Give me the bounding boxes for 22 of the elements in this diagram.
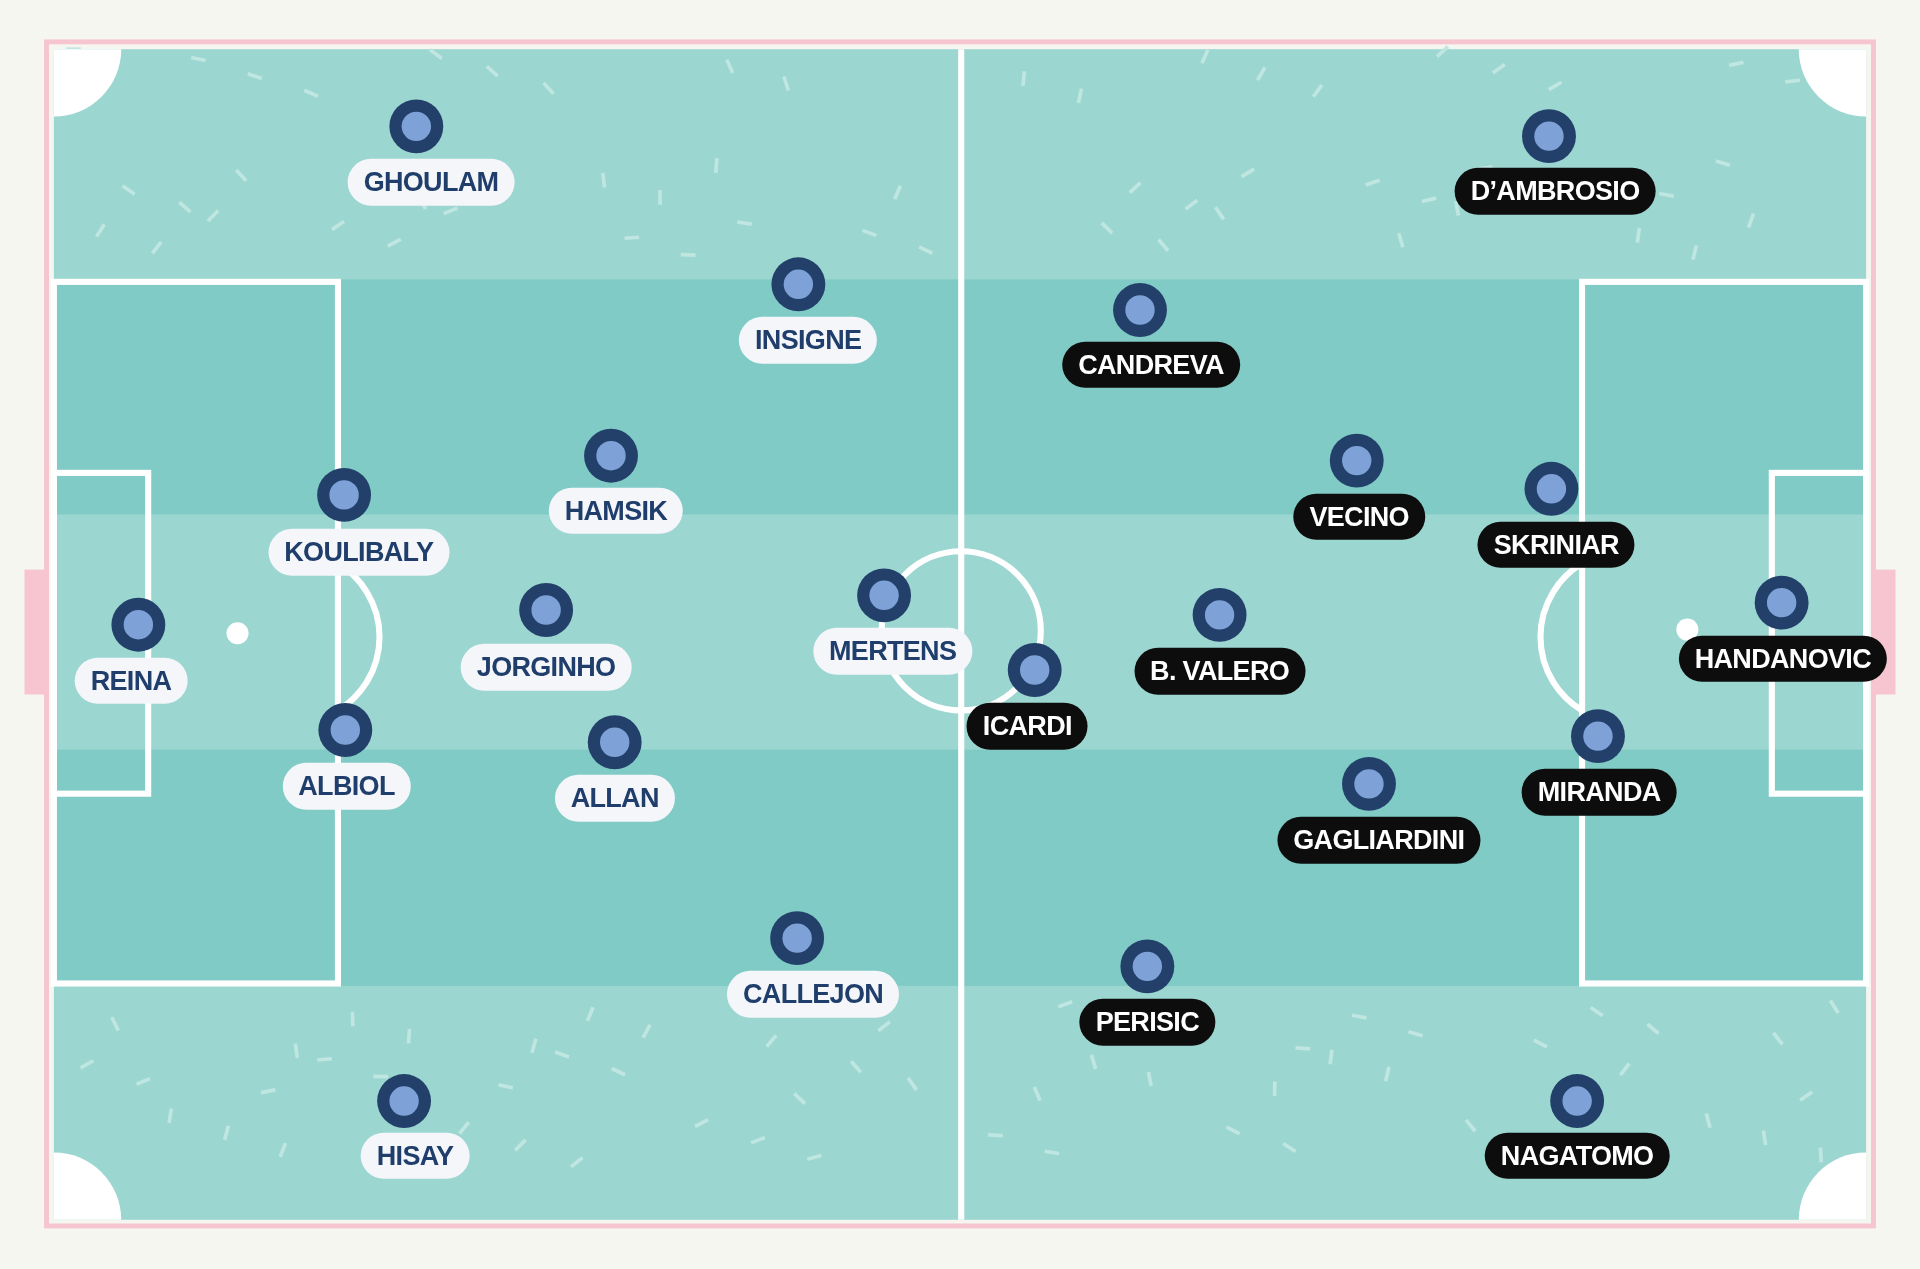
player-name-label: B. VALERO [1134,647,1306,695]
player-name-label: REINA [74,657,188,705]
player-name-label: PERISIC [1079,999,1215,1046]
player-name-label: MERTENS [813,628,973,675]
player-name-label: GHOULAM [347,159,515,206]
player-name-label: JORGINHO [460,644,632,691]
player-name-label: HAMSIK [548,487,684,534]
player-name-label: INSIGNE [739,317,878,364]
player-name-label: CANDREVA [1062,341,1240,389]
player-name-label: ALBIOL [282,762,411,810]
player-name-label: NAGATOMO [1484,1132,1670,1180]
player-name-label: CALLEJON [727,971,900,1018]
player-name-label: VECINO [1293,493,1425,540]
player-name-label: ALLAN [554,775,675,822]
player-name-label: D’AMBROSIO [1454,167,1656,215]
player-name-label: KOULIBALY [268,529,450,576]
player-name-label: MIRANDA [1521,769,1677,816]
player-name-label: HISAY [360,1132,470,1180]
player-name-label: ICARDI [966,702,1088,750]
player-name-label: SKRINIAR [1477,521,1635,569]
player-name-label: GAGLIARDINI [1277,816,1481,864]
player-name-label: HANDANOVIC [1678,635,1887,682]
